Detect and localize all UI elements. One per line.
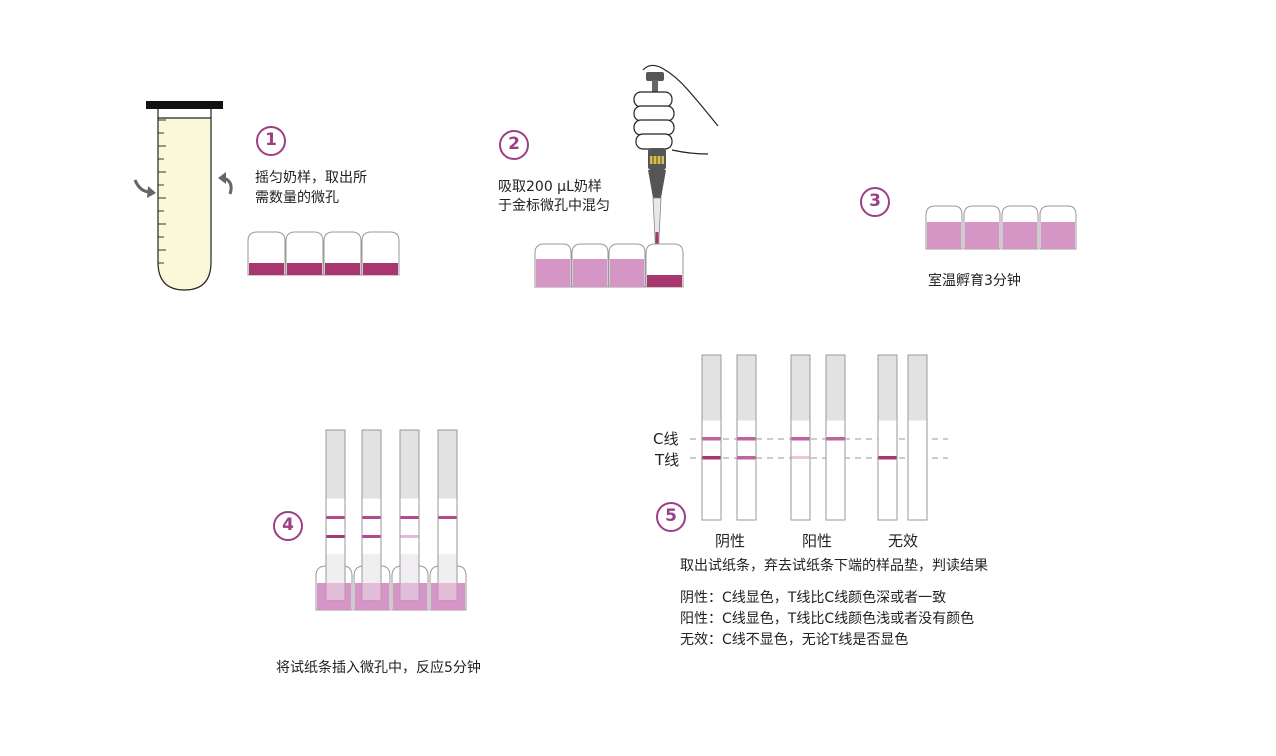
step-5-instruction: 取出试纸条，弃去试纸条下端的样品垫，判读结果 [680,558,988,574]
t-line-label: T线 [655,451,680,469]
step-1-text-line2: 需数量的微孔 [255,190,339,206]
step-5-badge: 5 [656,502,686,532]
step-1-text-line1: 摇匀奶样，取出所 [255,170,367,186]
positive-description: 阳性：C线显色，T线比C线颜色浅或者没有颜色 [680,611,975,627]
c-line-label: C线 [653,430,679,448]
step-1-badge: 1 [256,126,286,156]
microwell-strip-icon [925,205,1077,250]
step-3-badge: 3 [860,187,890,217]
microwell-strip-icon [534,243,684,288]
microwell-strip-icon [247,231,400,276]
step-2-badge: 2 [499,130,529,160]
negative-label: 阴性 [715,532,746,550]
test-tube-icon [146,101,223,291]
invalid-label: 无效 [888,532,919,550]
invalid-description: 无效：C线不显色，无论T线是否显色 [680,632,909,648]
pipette-hand-icon [633,64,719,259]
step-2-text-line1: 吸取200 μL奶样 [498,179,602,195]
test-strip-icon [315,429,467,611]
step-4-text: 将试纸条插入微孔中，反应5分钟 [276,660,481,676]
result-strips [690,354,948,521]
step-4-badge: 4 [273,511,303,541]
rotate-arrow-left-icon [133,179,156,198]
step-3-text: 室温孵育3分钟 [928,273,1021,289]
positive-label: 阳性 [802,532,833,550]
step-2-text-line2: 于金标微孔中混匀 [498,198,610,214]
negative-description: 阴性：C线显色，T线比C线颜色深或者一致 [680,590,947,606]
rotate-arrow-right-icon [218,172,233,195]
